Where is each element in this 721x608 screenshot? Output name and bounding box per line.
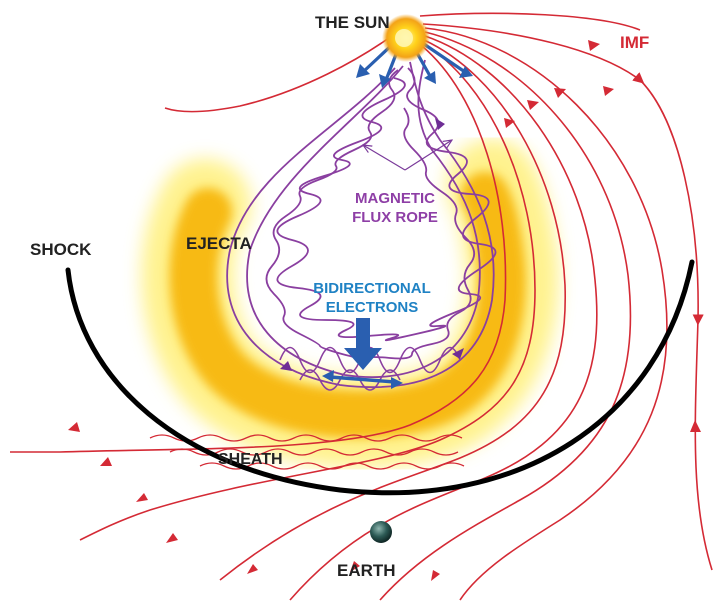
- imf-label: IMF: [620, 33, 649, 52]
- sun-icon: [382, 14, 430, 62]
- electrons-label-line2: ELECTRONS: [326, 299, 419, 316]
- imf-field-lines: [10, 12, 713, 601]
- electron-arrow-icon: [344, 318, 382, 370]
- flux-rope-pointers: [363, 140, 452, 171]
- flux-rope-label-line2: FLUX ROPE: [352, 209, 438, 226]
- earth-icon: [370, 521, 392, 543]
- sheath-label: SHEATH: [218, 451, 283, 468]
- flux-rope-arrows: [280, 118, 464, 371]
- electrons-label-line1: BIDIRECTIONAL: [313, 280, 431, 297]
- electron-beams-rope: [322, 370, 403, 389]
- flux-rope-label-line1: MAGNETIC: [355, 190, 435, 207]
- earth-label: EARTH: [337, 561, 396, 580]
- shock-front: [65, 259, 695, 496]
- ejecta-cloud: [141, 139, 559, 468]
- ejecta-label: EJECTA: [186, 234, 252, 253]
- sun-label: THE SUN: [315, 13, 390, 32]
- shock-label: SHOCK: [30, 240, 92, 259]
